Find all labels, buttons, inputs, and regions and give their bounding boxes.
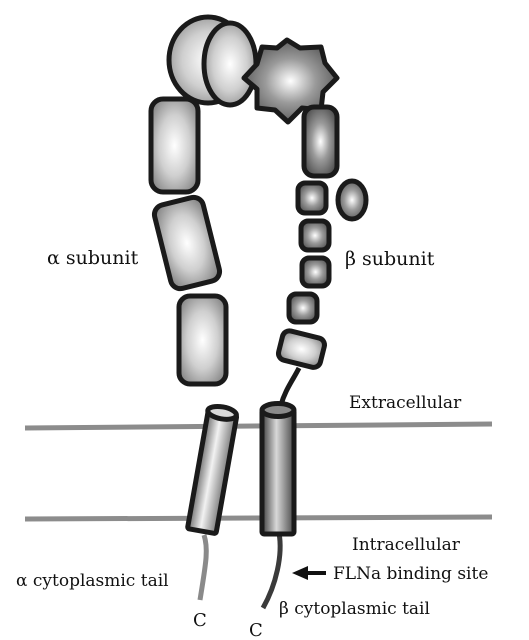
alpha-cytoplasmic-tail-label: α cytoplasmic tail — [16, 571, 169, 591]
flna-arrow — [292, 566, 326, 580]
beta-c-terminus-label: C — [249, 620, 263, 640]
beta-tail-domain — [277, 329, 326, 369]
extracellular-label: Extracellular — [349, 393, 462, 413]
alpha-transmembrane-helix — [187, 404, 238, 533]
beta-psi-domain — [338, 181, 366, 219]
intracellular-label: Intracellular — [352, 535, 461, 555]
beta-cytoplasmic-tail-line — [263, 533, 280, 608]
alpha-cytoplasmic-tail-line — [200, 535, 206, 600]
alpha-calf1-domain — [152, 195, 221, 291]
beta-subunit-label: β subunit — [345, 248, 435, 270]
beta-egf3-domain — [302, 258, 329, 286]
alpha-thigh-domain — [151, 99, 198, 192]
beta-egf4-domain — [289, 294, 317, 322]
beta-egf2-domain — [301, 221, 329, 250]
beta-linker — [281, 368, 299, 405]
beta-transmembrane-helix — [262, 404, 294, 535]
membrane-outer-line — [25, 424, 492, 428]
alpha-propeller-head — [169, 17, 256, 105]
beta-hybrid-domain — [304, 107, 337, 176]
membrane-inner-line — [25, 517, 492, 519]
flna-binding-site-label: FLNa binding site — [333, 564, 488, 584]
alpha-calf2-domain — [179, 296, 226, 384]
alpha-subunit-label: α subunit — [47, 247, 139, 269]
alpha-c-terminus-label: C — [193, 610, 207, 631]
beta-egf1-domain — [298, 183, 326, 213]
beta-cytoplasmic-tail-label: β cytoplasmic tail — [279, 599, 430, 619]
